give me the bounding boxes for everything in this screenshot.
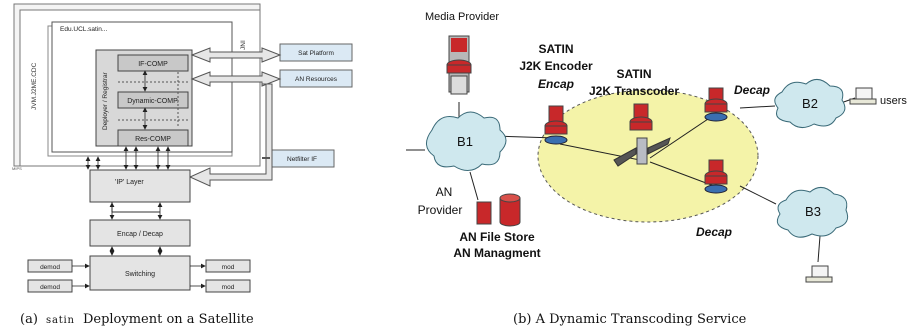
res-comp-label: Res-COMP [135,136,171,143]
flow-arrows [72,70,206,289]
an-managment-label: AN Managment [453,246,540,260]
cloud-shape [776,187,849,238]
left-caption-smallcaps: satin [46,315,75,326]
jni-label: JNI [240,40,247,50]
cloud-shape [426,111,507,171]
encoder-router [544,105,568,145]
demod-label-2: demod [40,284,60,291]
jvm-label: JVM.J2ME.CDC [31,62,38,110]
mod-box-1 [205,259,251,273]
right-diagram: B1 B2 B3 Media Provider SATIN J2K Encode… [406,11,907,327]
an-file-store [476,193,521,227]
decap-router-top [704,87,728,122]
monitor [855,87,873,100]
decap-router-bottom [704,159,728,194]
encap-label: Encap [538,77,574,91]
demod-label-1: demod [40,264,60,271]
network-link [739,185,777,205]
network-link [649,161,715,187]
server-base [450,75,468,95]
transcoder-satellite [613,103,671,167]
dynamic-comp-label: Dynamic-COMP. [127,98,179,105]
res-comp-box [117,129,189,147]
mod-label-2: mod [222,284,235,291]
network-link [817,235,821,263]
network-link [649,114,715,159]
an-file-store-label: AN File Store [459,230,535,244]
netfilter-label: Netfilter IF [287,156,317,163]
server-mini [633,103,649,119]
b1-label: B1 [457,134,473,149]
left-diagram: JVM.J2ME.CDC JNI Edu.UCL.satin... MIPS D… [12,3,353,327]
solar-panel-left [613,147,637,167]
edu-label: Edu.UCL.satin... [60,26,108,33]
user-computer-top [849,87,877,105]
media-provider-label: Media Provider [425,11,499,23]
satellite-halo [537,89,759,223]
an-resources-arrow [190,71,282,87]
encap-decap-box [89,219,191,247]
router-side [704,103,728,113]
right-caption: (b) A Dynamic Transcoding Service [513,312,747,327]
ip-layer-box [89,169,191,203]
mips-label: MIPS [12,166,22,171]
solar-panel-right [647,137,671,155]
sat-platform-label: Sat Platform [298,50,334,57]
switching-label: Switching [125,271,155,278]
cloud-shape [774,79,846,128]
router-side [446,64,472,74]
network-link [469,171,479,201]
deployer-label: Deployer / Registrar [102,71,109,130]
if-comp-label: IF-COMP [138,61,168,68]
network-link [739,105,776,109]
b2-label: B2 [802,96,818,111]
an-resources-label: AN Resources [295,76,338,83]
satin-transcoder-label-2: J2K Transcoder [589,84,679,98]
user-computer-bottom [805,265,833,283]
server-tower [476,201,492,225]
router-side [629,121,653,131]
cloud-b1 [426,111,507,171]
database-cylinder [499,198,521,227]
b3-label: B3 [805,204,821,219]
dynamic-comp-box [117,91,189,109]
monitor [811,265,829,278]
satin-encoder-label-2: J2K Encoder [519,59,593,73]
router-base [704,184,728,194]
decap-label-bottom: Decap [696,225,732,239]
satin-transcoder-label-1: SATIN [616,67,651,81]
mod-box-2 [205,279,251,293]
server-mini [548,105,564,123]
router-side [544,125,568,135]
if-comp-box [117,54,189,72]
an-provider-label-1: AN [436,185,453,199]
an-provider-label-2: Provider [418,203,463,217]
encap-decap-label: Encap / Decap [117,231,163,238]
server-panel [451,38,467,52]
left-caption-prefix: (a) [20,312,38,327]
cloud-b3 [776,187,849,238]
keyboard [849,98,877,105]
router-base [544,135,568,145]
router-base [704,112,728,122]
cloud-b2 [774,79,846,128]
left-caption: (a) satin Deployment on a Satellite [20,312,254,327]
sat-platform-box [279,43,353,62]
users-label: users [880,95,907,107]
satin-encoder-label-1: SATIN [538,42,573,56]
media-provider-server [446,35,472,95]
switching-box [89,255,191,291]
satellite-body [636,137,648,165]
decap-label-top: Decap [734,83,770,97]
database-top [499,193,521,203]
mod-label-1: mod [222,264,235,271]
router-side [704,175,728,185]
keyboard [805,276,833,283]
left-caption-rest: Deployment on a Satellite [83,312,254,327]
ip-layer-label: 'IP' Layer [115,179,144,186]
sat-platform-arrow [190,47,282,63]
